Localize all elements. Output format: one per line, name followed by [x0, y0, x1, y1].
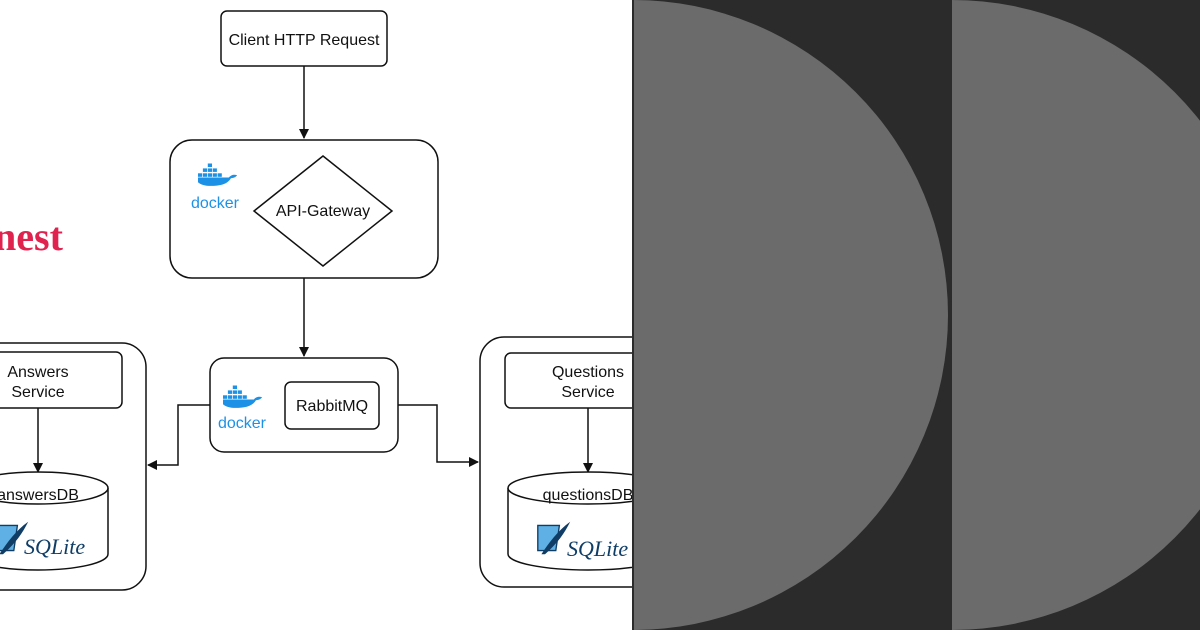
rabbitmq-label: RabbitMQ — [296, 398, 368, 415]
docker-label: docker — [218, 415, 267, 432]
answers-service-label-line1: Answers — [7, 364, 68, 381]
questions-service-container: Questions Service questionsDB SQLite — [479, 336, 632, 588]
half-circle-shape — [634, 0, 948, 630]
answers-service-label-line2: Service — [11, 384, 64, 401]
architecture-diagram-panel: nest Client HTTP Request docker API-Gate… — [0, 10, 632, 591]
dark-decorative-panel — [632, 0, 1200, 630]
half-circle-shape — [952, 0, 1200, 630]
client-request-label: Client HTTP Request — [229, 32, 380, 49]
answers-db-cylinder: answersDB SQLite — [0, 471, 109, 571]
questions-service-box — [504, 352, 632, 409]
sqlite-label: SQLite — [24, 534, 85, 559]
sqlite-label: SQLite — [567, 536, 628, 561]
answers-service-container: Answers Service answersDB SQLite — [0, 342, 147, 591]
questions-db-label: questionsDB — [543, 487, 632, 504]
questions-service-label-line2: Service — [561, 384, 614, 401]
api-gateway-label: API-Gateway — [276, 203, 370, 220]
api-gateway-container: docker API-Gateway — [169, 139, 439, 279]
nest-brand-text: nest — [0, 214, 64, 259]
rabbitmq-container: docker RabbitMQ — [209, 357, 399, 453]
arrow-queue-to-answers — [147, 404, 210, 470]
arrow-queue-to-questions — [398, 404, 479, 467]
rabbitmq-box — [284, 381, 380, 430]
answers-service-box — [0, 351, 123, 409]
answers-db-label: answersDB — [0, 487, 79, 504]
questions-db-cylinder: questionsDB SQLite — [507, 471, 632, 571]
api-gateway-diamond — [252, 155, 394, 267]
questions-service-label-line1: Questions — [552, 364, 624, 381]
docker-label: docker — [191, 195, 240, 212]
client-request-node: Client HTTP Request — [220, 10, 388, 67]
architecture-diagram: nest Client HTTP Request docker API-Gate… — [0, 10, 632, 591]
